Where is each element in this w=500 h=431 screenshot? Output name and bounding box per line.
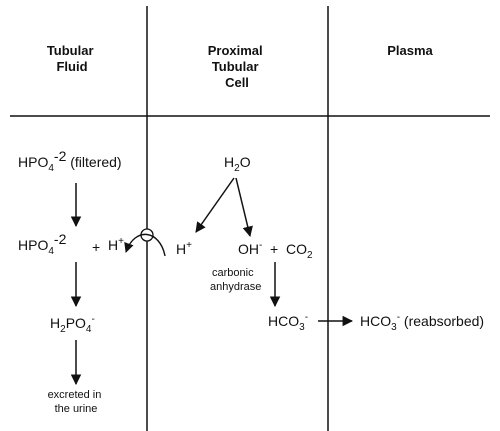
h-plus-cell-label: H+ [176,240,192,257]
h2o-label: H2O [224,154,251,174]
arrow-h2o-to-oh [235,177,253,238]
hpo4-label: HPO4-2 [18,231,67,257]
h-plus-secretion-arrow [124,233,166,257]
plus-sign-cell: + [270,241,278,257]
hco3-cell-label: HCO3- [268,312,308,333]
carbonic-anhydrase-label: carbonic anhydrase [210,267,261,293]
header-plasma: Plasma [387,43,433,58]
plus-sign-lumen: + [92,239,100,255]
h2po4-label: H2PO4- [50,314,95,335]
excreted-label: excreted in the urine [48,389,105,415]
co2-label: CO2 [286,241,313,261]
hpo4-filtered-label: HPO4-2 (filtered) [18,148,122,174]
header-tubular-fluid: Tubular Fluid [47,43,97,74]
h-plus-lumen-label: H+ [108,236,124,253]
hco3-plasma-label: HCO3- (reabsorbed) [360,312,484,333]
oh-label: OH- [238,240,262,257]
arrow-h2o-to-h-plus [195,177,235,233]
header-proximal-tubular-cell: Proximal Tubular Cell [208,43,267,90]
